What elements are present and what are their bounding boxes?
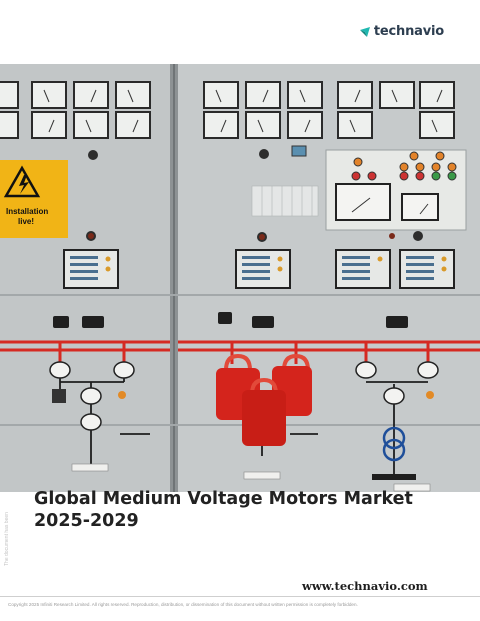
brand-logo[interactable]: technavio xyxy=(359,24,444,39)
technavio-logo-icon xyxy=(359,26,370,37)
relay-modules xyxy=(63,249,455,289)
mimic-diagram xyxy=(0,340,480,364)
warning-sign-line-1: Installation xyxy=(6,207,48,216)
copyright-notice: Copyright 2025 Infiniti Research Limited… xyxy=(8,602,358,607)
footer-divider xyxy=(0,596,480,597)
indicator-lamp-panel xyxy=(325,149,467,231)
red-padlocks xyxy=(216,353,312,446)
side-note: The document has been xyxy=(4,512,10,566)
warning-sign-line-2: live! xyxy=(18,217,34,226)
brand-name: technavio xyxy=(373,24,444,39)
header-bar: technavio xyxy=(0,0,480,64)
warning-sign-icon: Installation live! xyxy=(0,160,68,238)
report-title: Global Medium Voltage Motors Market 2025… xyxy=(34,489,413,531)
cover-image: Installation live! xyxy=(0,64,480,492)
website-link[interactable]: www.technavio.com xyxy=(302,579,428,593)
gauge-meters-right xyxy=(203,81,455,139)
gauge-meters-left xyxy=(0,81,151,139)
